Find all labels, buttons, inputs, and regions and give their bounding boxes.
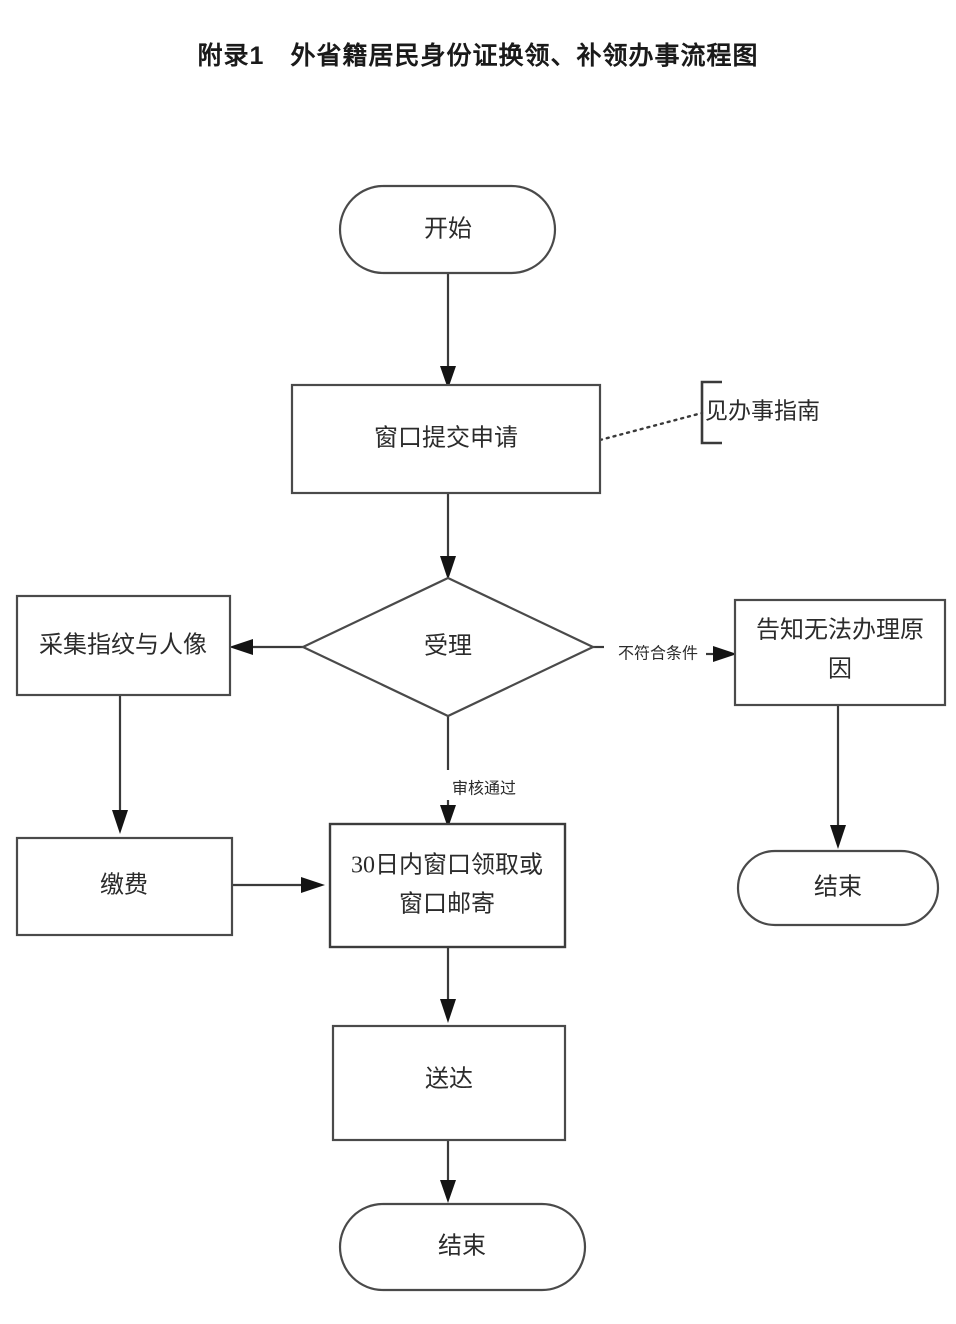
- node-end-side-label: 结束: [814, 874, 862, 901]
- node-submit-application[interactable]: 窗口提交申请: [290, 383, 602, 495]
- node-pickup-or-mail[interactable]: 30日内窗口领取或 窗口邮寄: [328, 822, 567, 949]
- edge-accept-to-pickup: 审核通过: [440, 716, 516, 828]
- edge-pickup-to-deliver: [440, 947, 456, 1023]
- node-submit-application-label: 窗口提交申请: [374, 425, 518, 452]
- node-accept-decision[interactable]: 受理: [300, 576, 596, 718]
- node-collect-biometrics-label: 采集指纹与人像: [39, 632, 207, 659]
- annotation-guide-note-label: 见办事指南: [705, 398, 820, 423]
- node-start[interactable]: 开始: [338, 184, 557, 275]
- node-collect-biometrics[interactable]: 采集指纹与人像: [15, 594, 232, 697]
- node-end-main[interactable]: 结束: [338, 1202, 587, 1292]
- node-accept-decision-label: 受理: [424, 633, 472, 660]
- edge-deliver-to-end: [440, 1140, 456, 1203]
- annotation-guide-connector: [598, 380, 722, 445]
- node-notify-reason-label-line1: 告知无法办理原: [756, 617, 924, 644]
- page-title: 附录1 外省籍居民身份证换领、补领办事流程图: [197, 42, 759, 70]
- node-payment-label: 缴费: [100, 872, 148, 899]
- node-end-side[interactable]: 结束: [736, 849, 940, 927]
- edge-pay-to-pickup: [232, 877, 325, 893]
- node-notify-reason[interactable]: 告知无法办理原 因: [733, 598, 947, 707]
- edge-collect-to-pay: [112, 695, 128, 834]
- edge-start-to-submit: [440, 273, 456, 389]
- edge-accept-to-collect: [229, 639, 303, 655]
- node-payment[interactable]: 缴费: [15, 836, 234, 937]
- node-pickup-or-mail-label-line2: 窗口邮寄: [399, 891, 495, 918]
- edge-label-review-passed: 审核通过: [452, 780, 516, 798]
- edge-label-not-qualified: 不符合条件: [618, 645, 698, 663]
- node-end-main-label: 结束: [438, 1233, 486, 1260]
- node-deliver-label: 送达: [425, 1066, 473, 1093]
- edge-notify-to-end: [830, 705, 846, 849]
- node-notify-reason-label-line2: 因: [828, 657, 852, 683]
- node-pickup-or-mail-label-line1: 30日内窗口领取或: [351, 852, 543, 879]
- node-start-label: 开始: [424, 216, 472, 243]
- node-deliver[interactable]: 送达: [331, 1024, 567, 1142]
- edge-submit-to-accept: [440, 493, 456, 580]
- annotation-guide-note: 见办事指南: [705, 398, 820, 423]
- edge-accept-to-notify: 不符合条件: [593, 645, 737, 663]
